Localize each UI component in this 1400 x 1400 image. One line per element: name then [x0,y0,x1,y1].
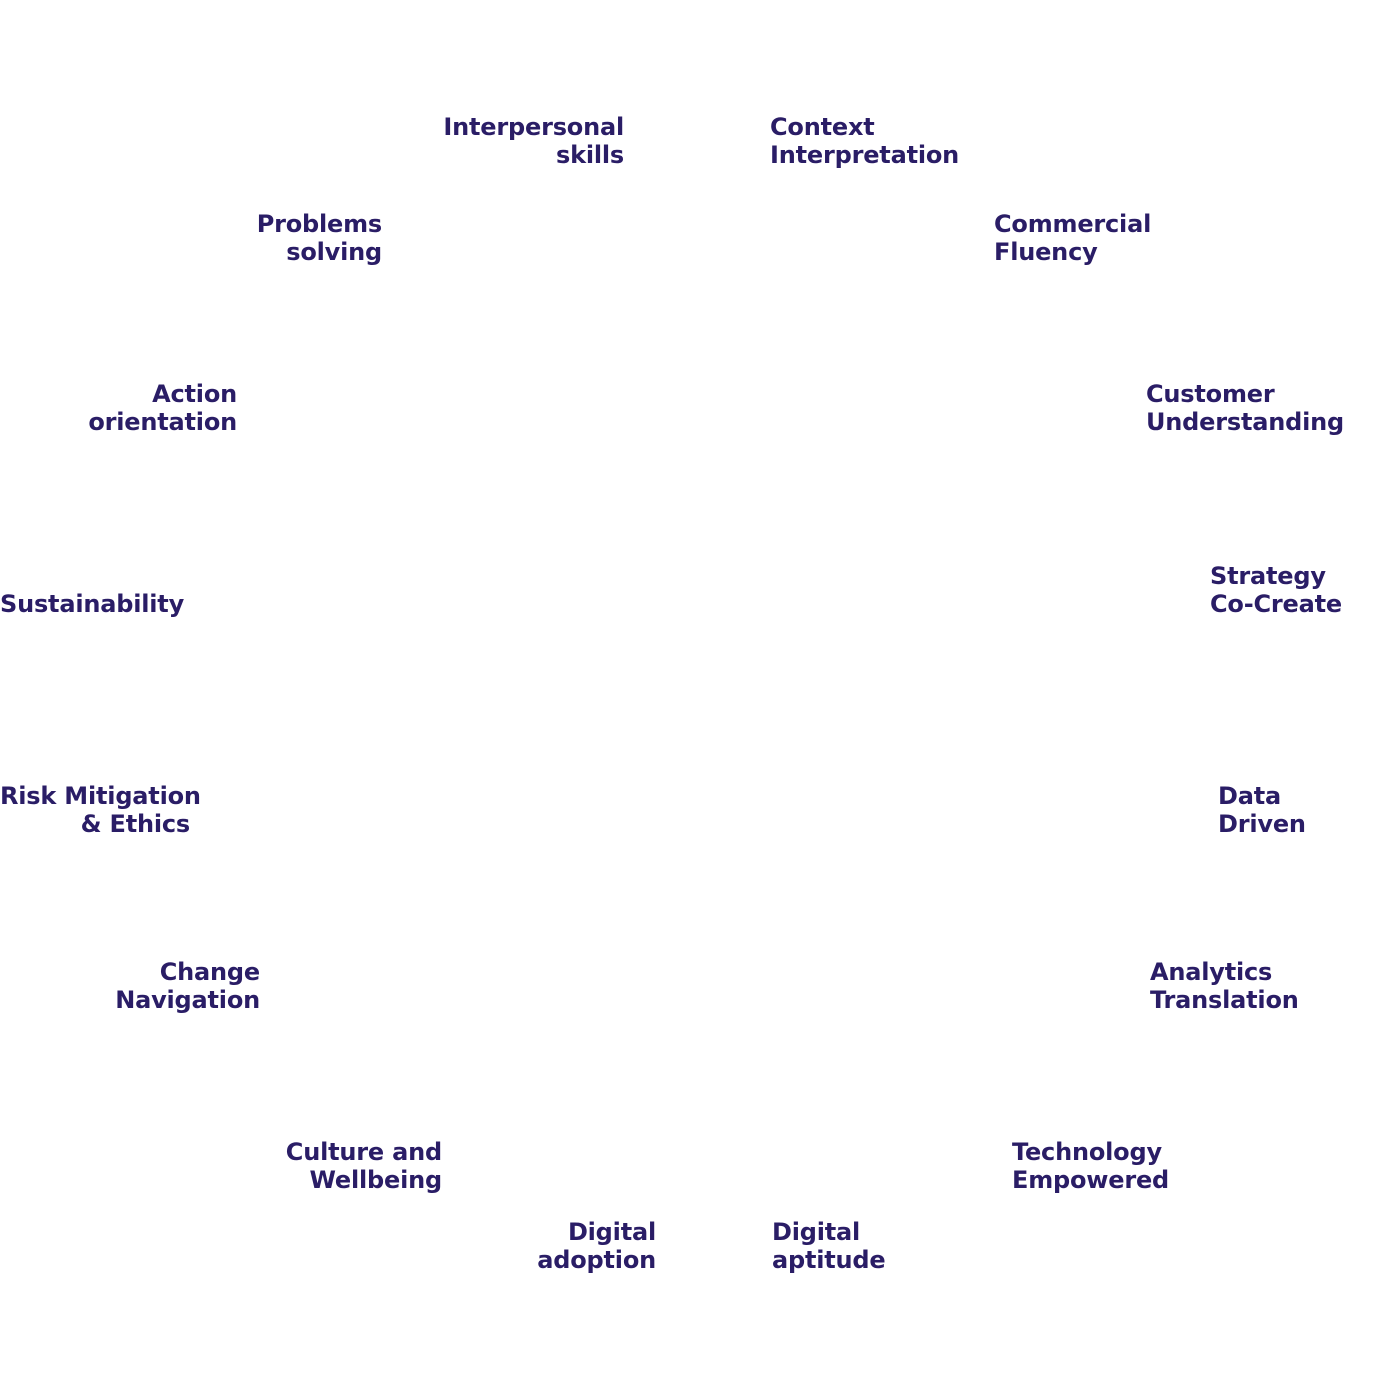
label-line: Translation [1150,986,1299,1014]
label-line: Culture and [285,1138,442,1166]
label-risk-mitigation-ethics: Risk Mitigation & Ethics [0,782,201,838]
label-line: Customer [1146,380,1275,408]
label-line: adoption [537,1246,656,1274]
label-line: Technology [1012,1138,1162,1166]
label-line: orientation [88,408,237,436]
label-line: & Ethics [80,810,191,838]
label-line: Strategy [1210,562,1326,590]
label-line: Understanding [1146,408,1344,436]
label-interpersonal-skills: Interpersonal skills [424,113,624,169]
label-line: Digital [567,1218,656,1246]
label-line: Digital [772,1218,861,1246]
label-change-navigation: Change Navigation [90,958,260,1014]
label-line: Interpretation [770,141,960,169]
label-context-interpretation: Context Interpretation [770,113,990,169]
label-digital-aptitude: Digital aptitude [772,1218,932,1274]
label-action-orientation: Action orientation [57,380,237,436]
label-sustainability: Sustainability [0,590,185,618]
label-technology-empowered: Technology Empowered [1012,1138,1212,1194]
label-line: Problems [256,210,382,238]
label-strategy-co-create: Strategy Co-Create [1210,562,1390,618]
label-data-driven: Data Driven [1218,782,1368,838]
label-line: Context [770,113,875,141]
label-culture-and-wellbeing: Culture and Wellbeing [262,1138,442,1194]
label-line: Data [1218,782,1281,810]
label-line: skills [555,141,624,169]
label-line: Fluency [994,238,1098,266]
label-line: solving [286,238,382,266]
label-line: Analytics [1150,958,1273,986]
label-line: Sustainability [0,590,185,618]
label-problems-solving: Problems solving [212,210,382,266]
label-line: Co-Create [1210,590,1342,618]
label-analytics-translation: Analytics Translation [1150,958,1350,1014]
label-commercial-fluency: Commercial Fluency [994,210,1194,266]
label-digital-adoption: Digital adoption [496,1218,656,1274]
label-line: Driven [1218,810,1306,838]
label-line: Risk Mitigation [0,782,201,810]
label-line: Change [159,958,260,986]
label-line: Wellbeing [309,1166,443,1194]
label-line: Commercial [994,210,1152,238]
label-line: Action [152,380,237,408]
label-line: Empowered [1012,1166,1170,1194]
label-line: aptitude [772,1246,886,1274]
label-customer-understanding: Customer Understanding [1146,380,1346,436]
label-line: Interpersonal [443,113,624,141]
label-line: Navigation [115,986,260,1014]
